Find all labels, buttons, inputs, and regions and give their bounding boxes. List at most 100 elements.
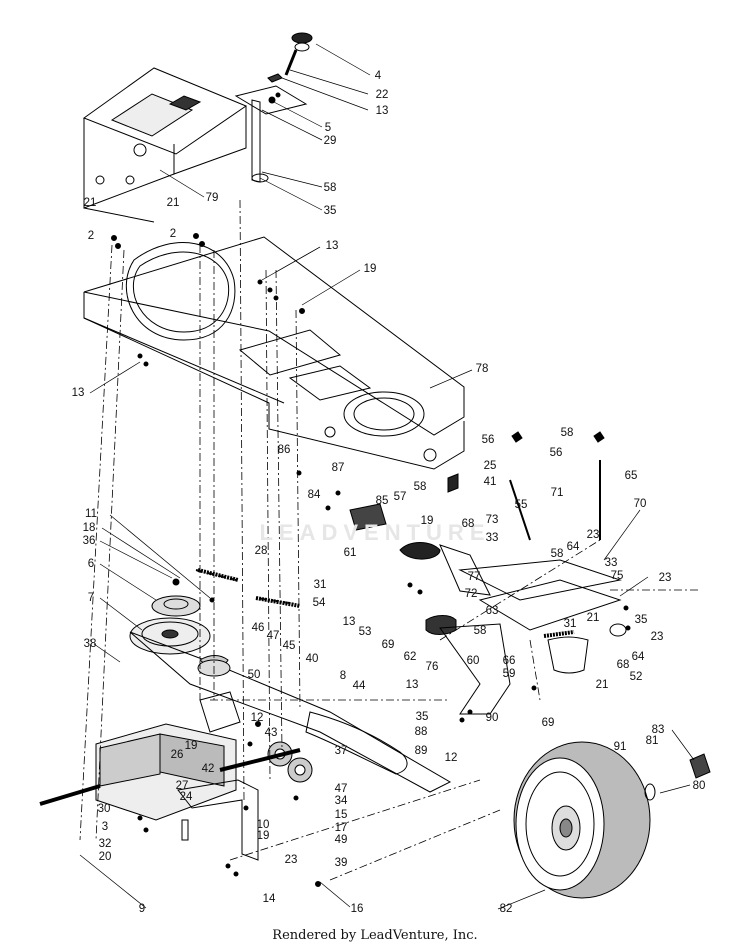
callout-73: 73 bbox=[485, 514, 499, 526]
callout-87: 87 bbox=[331, 462, 345, 474]
callout-64: 64 bbox=[631, 651, 645, 663]
callout-69: 69 bbox=[381, 639, 395, 651]
callout-53: 53 bbox=[358, 626, 372, 638]
callout-23: 23 bbox=[650, 631, 664, 643]
callout-49: 49 bbox=[334, 834, 348, 846]
callout-45: 45 bbox=[282, 640, 296, 652]
callout-43: 43 bbox=[264, 727, 278, 739]
callout-60: 60 bbox=[466, 655, 480, 667]
callout-70: 70 bbox=[633, 498, 647, 510]
callout-50: 50 bbox=[247, 669, 261, 681]
callout-58: 58 bbox=[550, 548, 564, 560]
callout-2: 2 bbox=[169, 228, 177, 240]
callout-6: 6 bbox=[87, 558, 95, 570]
callout-21: 21 bbox=[83, 197, 97, 209]
callout-58: 58 bbox=[473, 625, 487, 637]
callout-13: 13 bbox=[325, 240, 339, 252]
callout-85: 85 bbox=[375, 495, 389, 507]
leader-lines bbox=[79, 43, 695, 910]
callout-38: 38 bbox=[83, 638, 97, 650]
callout-47: 47 bbox=[266, 630, 280, 642]
callout-9: 9 bbox=[138, 903, 146, 915]
callout-37: 37 bbox=[334, 745, 348, 757]
callout-63: 63 bbox=[485, 605, 499, 617]
callout-20: 20 bbox=[98, 851, 112, 863]
callout-4: 4 bbox=[374, 70, 382, 82]
callout-21: 21 bbox=[595, 679, 609, 691]
callout-84: 84 bbox=[307, 489, 321, 501]
watermark: LEADVENTURE bbox=[259, 520, 491, 545]
callout-76: 76 bbox=[425, 661, 439, 673]
pedal-assembly bbox=[349, 431, 627, 715]
dash-panel-box bbox=[82, 67, 248, 223]
callout-2: 2 bbox=[87, 230, 95, 242]
callout-58: 58 bbox=[323, 182, 337, 194]
callout-57: 57 bbox=[393, 491, 407, 503]
callout-32: 32 bbox=[98, 838, 112, 850]
callout-62: 62 bbox=[403, 651, 417, 663]
callout-31: 31 bbox=[313, 579, 327, 591]
callout-55: 55 bbox=[514, 499, 528, 511]
hardware-fasteners bbox=[111, 233, 631, 887]
callout-26: 26 bbox=[170, 749, 184, 761]
callout-86: 86 bbox=[277, 444, 291, 456]
callout-69: 69 bbox=[541, 717, 555, 729]
main-frame bbox=[83, 236, 465, 470]
callout-12: 12 bbox=[250, 712, 264, 724]
callout-35: 35 bbox=[634, 614, 648, 626]
callout-80: 80 bbox=[692, 780, 706, 792]
callout-21: 21 bbox=[586, 612, 600, 624]
callout-56: 56 bbox=[481, 434, 495, 446]
callout-81: 81 bbox=[645, 735, 659, 747]
callout-27: 27 bbox=[175, 780, 189, 792]
callout-19: 19 bbox=[420, 515, 434, 527]
callout-89: 89 bbox=[414, 745, 428, 757]
callout-23: 23 bbox=[284, 854, 298, 866]
callout-68: 68 bbox=[616, 659, 630, 671]
callout-65: 65 bbox=[624, 470, 638, 482]
callout-29: 29 bbox=[323, 135, 337, 147]
callout-54: 54 bbox=[312, 597, 326, 609]
callout-23: 23 bbox=[586, 529, 600, 541]
callout-5: 5 bbox=[324, 122, 332, 134]
callout-66: 66 bbox=[502, 655, 516, 667]
transaxle bbox=[39, 691, 301, 861]
callout-21: 21 bbox=[166, 197, 180, 209]
callout-64: 64 bbox=[566, 541, 580, 553]
callout-3: 3 bbox=[101, 821, 109, 833]
callout-79: 79 bbox=[205, 192, 219, 204]
callout-30: 30 bbox=[97, 803, 111, 815]
callout-22: 22 bbox=[375, 89, 389, 101]
callout-71: 71 bbox=[550, 487, 564, 499]
callout-16: 16 bbox=[350, 903, 364, 915]
callout-44: 44 bbox=[352, 680, 366, 692]
callout-82: 82 bbox=[499, 903, 513, 915]
callout-35: 35 bbox=[415, 711, 429, 723]
callout-35: 35 bbox=[323, 205, 337, 217]
callout-58: 58 bbox=[560, 427, 574, 439]
callout-68: 68 bbox=[461, 518, 475, 530]
callout-25: 25 bbox=[483, 460, 497, 472]
callout-52: 52 bbox=[629, 671, 643, 683]
callout-75: 75 bbox=[610, 570, 624, 582]
callout-13: 13 bbox=[375, 105, 389, 117]
callout-91: 91 bbox=[613, 741, 627, 753]
callout-15: 15 bbox=[334, 809, 348, 821]
callout-47: 47 bbox=[334, 783, 348, 795]
callout-13: 13 bbox=[342, 616, 356, 628]
callout-13: 13 bbox=[405, 679, 419, 691]
callout-83: 83 bbox=[651, 724, 665, 736]
callout-8: 8 bbox=[339, 670, 347, 682]
callout-56: 56 bbox=[549, 447, 563, 459]
callout-36: 36 bbox=[82, 535, 96, 547]
callout-12: 12 bbox=[444, 752, 458, 764]
callout-7: 7 bbox=[87, 592, 95, 604]
callout-18: 18 bbox=[82, 522, 96, 534]
callout-58: 58 bbox=[413, 481, 427, 493]
callout-19: 19 bbox=[184, 740, 198, 752]
callout-23: 23 bbox=[658, 572, 672, 584]
callout-19: 19 bbox=[256, 830, 270, 842]
callout-88: 88 bbox=[414, 726, 428, 738]
drive-belts bbox=[129, 569, 452, 793]
